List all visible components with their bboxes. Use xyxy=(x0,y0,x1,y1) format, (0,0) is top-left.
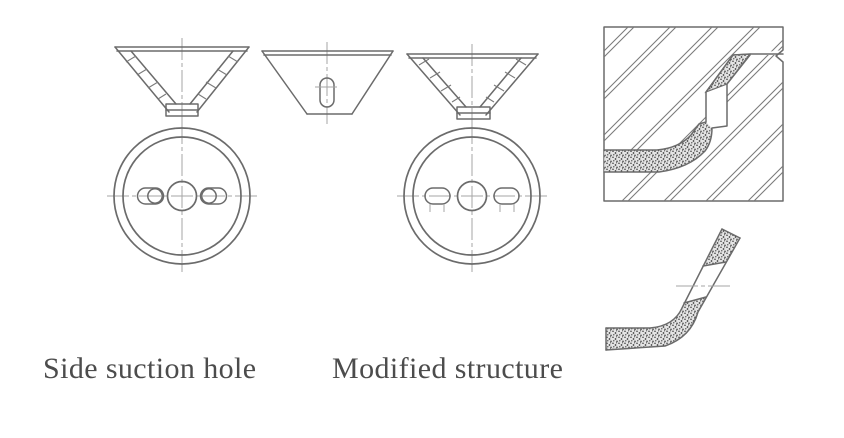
funnel-left-inner-wall xyxy=(422,57,467,108)
funnel-left-outer-wall xyxy=(406,53,461,116)
right-suction-slot xyxy=(199,187,228,205)
lower-mold-boundary xyxy=(603,54,751,173)
funnel-wall-hatch-ticks xyxy=(418,58,527,103)
center-hole xyxy=(166,180,198,212)
funnel-right-outer-wall xyxy=(196,46,250,113)
center-slot xyxy=(319,77,335,108)
profile-break-upper-cut xyxy=(702,261,727,267)
profile-right-boundary xyxy=(605,237,741,351)
profile-upper-stipple xyxy=(703,229,740,266)
inner-rim-circle xyxy=(412,136,532,256)
right-bottom-view xyxy=(397,122,547,272)
trapezoid-right-edge xyxy=(351,50,394,115)
funnel-right-inner-wall xyxy=(479,57,522,108)
right-suction-hole xyxy=(201,188,217,204)
funnel-right-outer-wall xyxy=(485,53,539,116)
funnel-left-inner-wall xyxy=(130,50,177,105)
left-bottom-view xyxy=(107,122,257,272)
funnel-wall-hatch-ticks xyxy=(125,55,239,100)
upper-mold-boundary xyxy=(603,53,784,151)
caption-side-suction-hole: Side suction hole xyxy=(43,352,257,385)
funnel-left-outer-wall xyxy=(114,46,170,113)
upper-mold-hatch xyxy=(604,27,783,150)
mold-section-detail xyxy=(603,26,784,202)
center-hole xyxy=(456,180,488,212)
profile-break-lower-cut xyxy=(683,296,707,304)
slot-hidden-ticks xyxy=(429,204,515,212)
detail-box-border xyxy=(603,26,784,202)
profile-tip-cap xyxy=(721,228,741,239)
right-funnel-section-view xyxy=(406,44,539,128)
outer-rim-circle xyxy=(113,127,251,265)
lower-mold-hatch xyxy=(612,55,783,201)
right-slot xyxy=(493,187,520,205)
part-section-band-stipple xyxy=(604,122,712,172)
left-suction-slot xyxy=(136,187,165,205)
profile-left-boundary xyxy=(605,228,723,329)
funnel-right-inner-wall xyxy=(189,50,234,105)
outer-rim-circle xyxy=(403,127,541,265)
middle-side-view xyxy=(261,42,394,124)
profile-lower-stipple xyxy=(606,297,706,350)
part-profile-detail xyxy=(605,228,741,351)
caption-modified-structure: Modified structure xyxy=(332,352,564,385)
left-slot xyxy=(424,187,451,205)
left-suction-hole xyxy=(147,188,163,204)
left-funnel-section-view xyxy=(114,38,250,128)
inner-rim-circle xyxy=(122,136,242,256)
left-design-figure xyxy=(107,38,257,272)
right-design-figure xyxy=(397,44,547,272)
trapezoid-left-edge xyxy=(261,50,308,115)
